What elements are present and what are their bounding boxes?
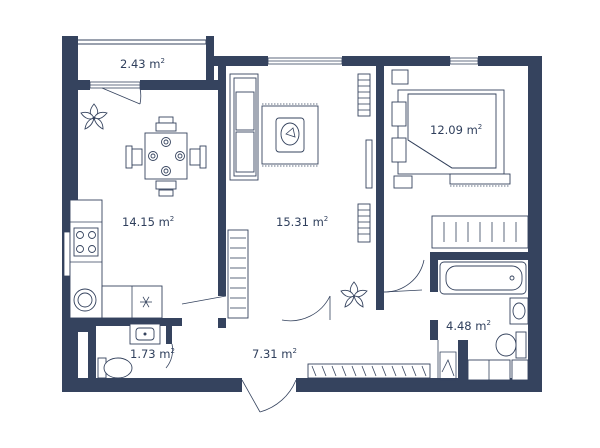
bathroom [437, 261, 529, 381]
balcony-area-label: 2.43 m2 [120, 57, 165, 71]
snowflake-icon [140, 296, 152, 308]
hall [241, 363, 431, 413]
bathroom-area-label: 4.48 m2 [446, 319, 491, 333]
balcony [101, 87, 142, 105]
sofa [229, 73, 259, 181]
bedroom-area-label: 12.09 m2 [430, 123, 482, 137]
walls [62, 36, 542, 392]
plant-icon [340, 281, 368, 308]
hall-area-label: 7.31 m2 [252, 347, 297, 361]
kitchen-counter [69, 199, 163, 319]
kitchen-area-label: 14.15 m2 [122, 215, 174, 229]
living-area-label: 15.31 m2 [276, 215, 328, 229]
wc [97, 323, 173, 379]
kitchen [69, 103, 207, 319]
living-room [181, 73, 373, 322]
area-labels: 2.43 m2 14.15 m2 15.31 m2 12.09 m2 4.48 … [120, 57, 491, 361]
wc-area-label: 1.73 m2 [130, 347, 175, 361]
plant-icon [80, 103, 108, 130]
dining-table [125, 116, 207, 197]
bedroom [383, 69, 529, 293]
